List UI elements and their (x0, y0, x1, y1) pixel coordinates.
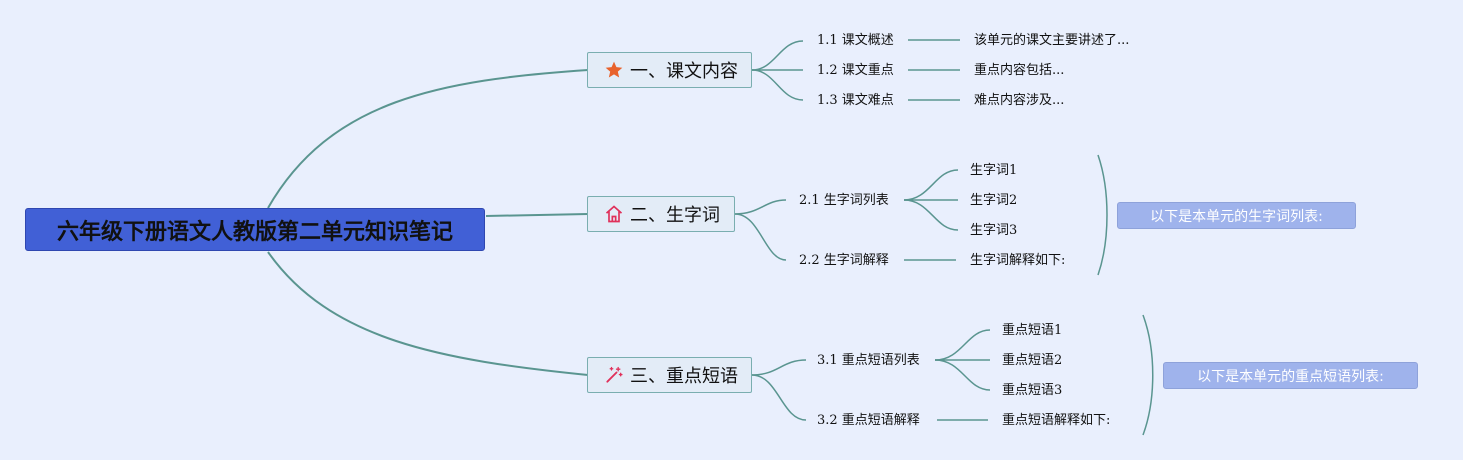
link-root-branch-2 (485, 213, 589, 217)
subtopic-3-2[interactable]: 3.2 重点短语解释 (817, 413, 920, 428)
link-b1-s1 (751, 40, 804, 71)
branch-topic-2[interactable]: 二、生字词 (587, 196, 735, 232)
root-topic[interactable]: 六年级下册语文人教版第二单元知识笔记 (25, 208, 485, 251)
item-3-1[interactable]: 重点短语1 (1002, 323, 1063, 338)
link-b3-s1 (751, 359, 807, 376)
note-3-2[interactable]: 重点短语解释如下: (1002, 413, 1111, 428)
link-b3-i1 (934, 329, 991, 361)
branch-label: 三、重点短语 (630, 366, 738, 387)
link-b2-i3 (903, 199, 959, 231)
subtopic-1-3[interactable]: 1.3 课文难点 (817, 93, 894, 108)
summary-bracket-2 (1097, 154, 1108, 276)
link-b1-s3 (751, 69, 804, 101)
summary-3[interactable]: 以下是本单元的重点短语列表: (1163, 362, 1418, 389)
note-1-3[interactable]: 难点内容涉及... (974, 93, 1065, 108)
subtopic-1-1[interactable]: 1.1 课文概述 (817, 33, 894, 48)
magic-wand-icon (606, 366, 623, 383)
note-2-2[interactable]: 生字词解释如下: (970, 253, 1066, 268)
branch-label: 一、课文内容 (630, 61, 738, 82)
summary-bracket-3 (1142, 314, 1154, 436)
item-2-2[interactable]: 生字词2 (970, 193, 1018, 208)
item-3-2[interactable]: 重点短语2 (1002, 353, 1063, 368)
link-b3-s2 (751, 374, 807, 421)
item-3-3[interactable]: 重点短语3 (1002, 383, 1063, 398)
item-2-3[interactable]: 生字词3 (970, 223, 1018, 238)
link-b2-s2 (734, 213, 787, 261)
item-2-1[interactable]: 生字词1 (970, 163, 1018, 178)
link-b2-s1 (734, 199, 787, 215)
link-root-branch-1 (267, 69, 589, 209)
note-1-2[interactable]: 重点内容包括... (974, 63, 1065, 78)
house-icon (605, 205, 623, 223)
note-1-1[interactable]: 该单元的课文主要讲述了... (974, 33, 1130, 48)
subtopic-3-1[interactable]: 3.1 重点短语列表 (817, 353, 920, 368)
branch-topic-3[interactable]: 三、重点短语 (587, 357, 752, 393)
branch-label: 二、生字词 (630, 205, 720, 226)
link-b2-i1 (903, 169, 959, 201)
link-b3-i3 (934, 359, 991, 391)
subtopic-2-2[interactable]: 2.2 生字词解释 (799, 253, 889, 268)
link-root-branch-3 (267, 251, 589, 376)
summary-2[interactable]: 以下是本单元的生字词列表: (1117, 202, 1356, 229)
subtopic-2-1[interactable]: 2.1 生字词列表 (799, 193, 889, 208)
subtopic-1-2[interactable]: 1.2 课文重点 (817, 63, 894, 78)
star-icon (605, 61, 623, 78)
branch-topic-1[interactable]: 一、课文内容 (587, 52, 752, 88)
